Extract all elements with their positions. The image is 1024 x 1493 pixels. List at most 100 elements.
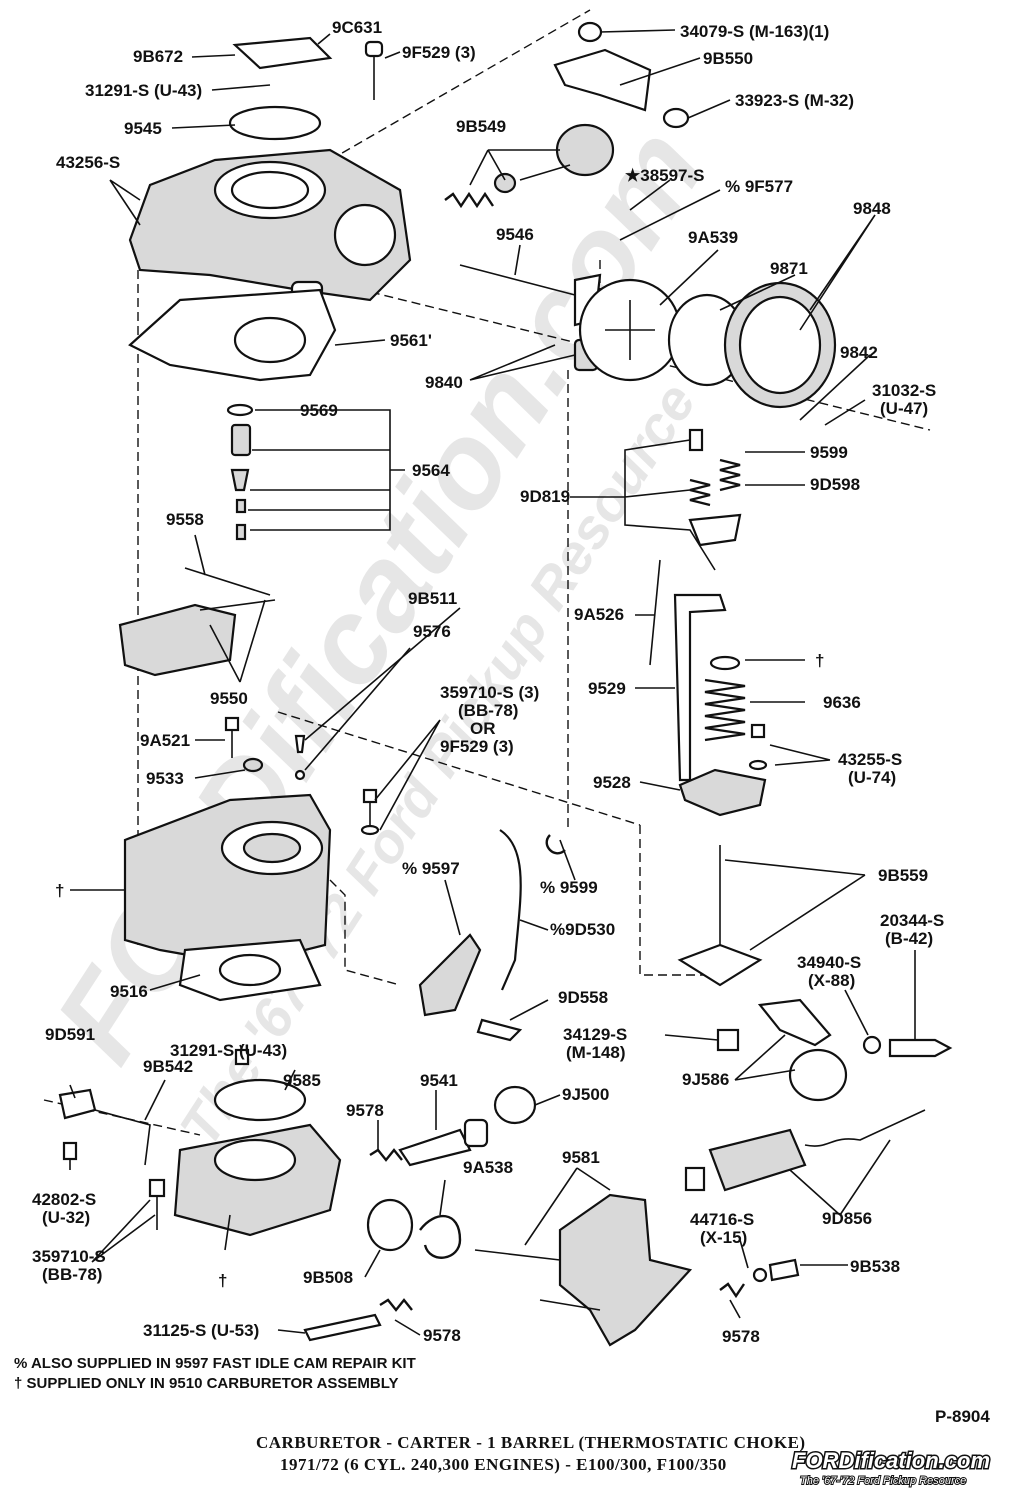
label-43255-a: 43255-S bbox=[838, 750, 902, 769]
label-34129-b: (M-148) bbox=[566, 1043, 626, 1062]
label-9d856: 9D856 bbox=[822, 1209, 872, 1228]
label-9f529-mid: 9F529 (3) bbox=[440, 737, 514, 756]
label-9528: 9528 bbox=[593, 773, 631, 792]
label-9j586: 9J586 bbox=[682, 1070, 729, 1089]
title-line-2: 1971/72 (6 CYL. 240,300 ENGINES) - E100/… bbox=[280, 1455, 727, 1474]
label-9564: 9564 bbox=[412, 461, 450, 480]
label-9b559: 9B559 bbox=[878, 866, 928, 885]
label-9b508: 9B508 bbox=[303, 1268, 353, 1287]
label-34940-a: 34940-S bbox=[797, 953, 861, 972]
label-9840: 9840 bbox=[425, 373, 463, 392]
label-359710-bot-b: (BB-78) bbox=[42, 1265, 102, 1284]
label-44716-a: 44716-S bbox=[690, 1210, 754, 1229]
label-43255-b: (U-74) bbox=[848, 768, 896, 787]
label-359710-b: (BB-78) bbox=[458, 701, 518, 720]
figure-id: P-8904 bbox=[935, 1407, 990, 1426]
label-9578-b: 9578 bbox=[423, 1326, 461, 1345]
label-9871: 9871 bbox=[770, 259, 808, 278]
label-9d819: 9D819 bbox=[520, 487, 570, 506]
footnote-percent: % ALSO SUPPLIED IN 9597 FAST IDLE CAM RE… bbox=[14, 1355, 416, 1372]
label-31291-top: 31291-S (U-43) bbox=[85, 81, 202, 100]
label-9848: 9848 bbox=[853, 199, 891, 218]
throttle-parts-bottom bbox=[58, 1085, 537, 1342]
label-9545: 9545 bbox=[124, 119, 162, 138]
pump-plunger-9b559 bbox=[677, 845, 763, 987]
label-9d598: 9D598 bbox=[810, 475, 860, 494]
label-33923: 33923-S (M-32) bbox=[735, 91, 854, 110]
label-9d530: %9D530 bbox=[550, 920, 615, 939]
label-9581: 9581 bbox=[562, 1148, 600, 1167]
label-31032-a: 31032-S bbox=[872, 381, 936, 400]
label-9599-right: 9599 bbox=[810, 443, 848, 462]
label-9561: 9561' bbox=[390, 331, 432, 350]
diagram-title: CARBURETOR - CARTER - 1 BARREL (THERMOST… bbox=[256, 1433, 806, 1474]
label-44716-b: (X-15) bbox=[700, 1228, 747, 1247]
label-9636: 9636 bbox=[823, 693, 861, 712]
label-9a526: 9A526 bbox=[574, 605, 624, 624]
label-20344-b: (B-42) bbox=[885, 929, 933, 948]
label-359710-bot-a: 359710-S bbox=[32, 1247, 106, 1266]
part-labels: 9C631 9B672 9F529 (3) 31291-S (U-43) 954… bbox=[32, 18, 944, 1346]
label-9546: 9546 bbox=[496, 225, 534, 244]
label-dagger-bot: † bbox=[218, 1271, 227, 1290]
label-9a538: 9A538 bbox=[463, 1158, 513, 1177]
fast-idle-cam-9597 bbox=[418, 829, 566, 1042]
label-9a539: 9A539 bbox=[688, 228, 738, 247]
thermostat-housing bbox=[578, 278, 837, 409]
label-9541: 9541 bbox=[420, 1071, 458, 1090]
label-9b511: 9B511 bbox=[408, 589, 457, 608]
label-9516: 9516 bbox=[110, 982, 148, 1001]
label-9b550: 9B550 bbox=[703, 49, 753, 68]
label-34079: 34079-S (M-163)(1) bbox=[680, 22, 829, 41]
screw-9f529-top bbox=[364, 40, 384, 100]
label-31125: 31125-S (U-53) bbox=[143, 1321, 259, 1340]
logo-main-text: FORDification.com bbox=[792, 1448, 990, 1473]
label-34129-a: 34129-S bbox=[563, 1025, 627, 1044]
choke-vacuum-break bbox=[444, 21, 690, 209]
label-9b538: 9B538 bbox=[850, 1257, 900, 1276]
float-9550 bbox=[118, 567, 276, 677]
bracket-9j586 bbox=[716, 998, 953, 1102]
title-line-1: CARBURETOR - CARTER - 1 BARREL (THERMOST… bbox=[256, 1433, 806, 1452]
dashpot-9d856 bbox=[684, 1109, 926, 1192]
label-9f529-top: 9F529 (3) bbox=[402, 43, 476, 62]
label-9f577: % 9F577 bbox=[725, 177, 793, 196]
label-9578-a: 9578 bbox=[346, 1101, 384, 1120]
label-9842: 9842 bbox=[840, 343, 878, 362]
logo-sub-text: The '67-'72 Ford Pickup Resource bbox=[800, 1475, 966, 1487]
idle-screw-right bbox=[719, 1258, 800, 1299]
label-42802-a: 42802-S bbox=[32, 1190, 96, 1209]
leader-lines bbox=[69, 29, 916, 1336]
label-38597: ★38597-S bbox=[625, 166, 705, 185]
label-9d558: 9D558 bbox=[558, 988, 608, 1007]
label-9c631: 9C631 bbox=[332, 18, 382, 37]
cover-plate-9b672 bbox=[232, 36, 333, 70]
label-43256: 43256-S bbox=[56, 153, 120, 172]
label-9b549: 9B549 bbox=[456, 117, 506, 136]
needle-seat-9564 bbox=[226, 403, 254, 541]
label-31291-bot: 31291-S (U-43) bbox=[170, 1041, 287, 1060]
label-31032-b: (U-47) bbox=[880, 399, 928, 418]
gasket-9545 bbox=[228, 105, 322, 141]
label-9599-mid: % 9599 bbox=[540, 878, 598, 897]
label-9558: 9558 bbox=[166, 510, 204, 529]
label-9597: % 9597 bbox=[402, 859, 460, 878]
label-9529: 9529 bbox=[588, 679, 626, 698]
gasket-9561 bbox=[128, 288, 337, 382]
label-dagger-right: † bbox=[815, 651, 824, 670]
footnotes: % ALSO SUPPLIED IN 9597 FAST IDLE CAM RE… bbox=[14, 1355, 990, 1426]
label-34940-b: (X-88) bbox=[808, 971, 855, 990]
label-9533: 9533 bbox=[146, 769, 184, 788]
label-9550: 9550 bbox=[210, 689, 248, 708]
label-or: OR bbox=[470, 719, 496, 738]
label-9578-c: 9578 bbox=[722, 1327, 760, 1346]
air-horn-body bbox=[128, 148, 412, 302]
label-42802-b: (U-32) bbox=[42, 1208, 90, 1227]
label-9569: 9569 bbox=[300, 401, 338, 420]
accelerator-pump-stack bbox=[649, 428, 768, 817]
throttle-body bbox=[173, 1048, 342, 1237]
label-359710-a: 359710-S (3) bbox=[440, 683, 539, 702]
throttle-lever-9581 bbox=[474, 1193, 693, 1347]
label-dagger-left: † bbox=[55, 881, 64, 900]
